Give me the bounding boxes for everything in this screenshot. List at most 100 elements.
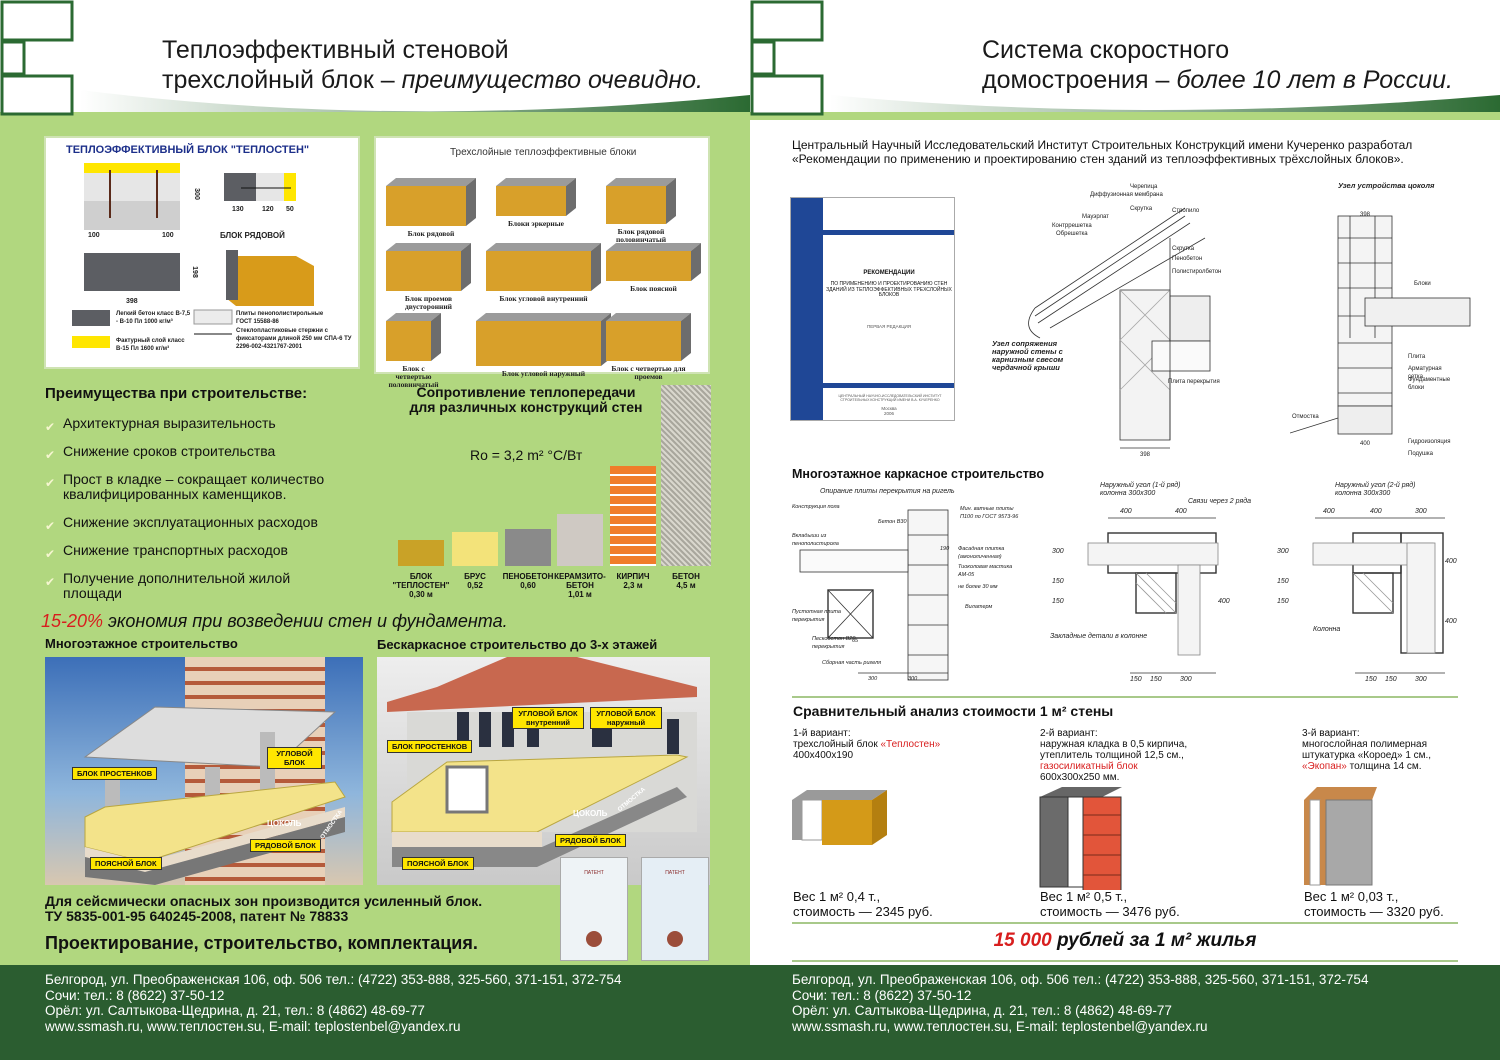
roof-label: Полистиролбетон [1172,269,1222,275]
contact-links[interactable]: www.ssmash.ru, www.теплостен.su, E-mail:… [45,1018,461,1034]
left-footer: Белгород, ул. Преображенская 106, оф. 50… [0,965,750,1060]
resistance-heading: Сопротивление теплопередачи для различны… [395,385,657,415]
corner-label: Закладные детали в колонне [1050,633,1148,640]
frame-label: Конструкция пола [792,504,840,510]
advantage-item: ✔Снижение сроков строительства [45,443,375,463]
callout-walls: БЛОК ПРОСТЕНКОВ [72,767,158,780]
corner-label: 150 [1277,578,1289,585]
resistance-bars [395,384,713,566]
brick-logo [0,0,74,116]
corner-label: 400 [1120,508,1132,515]
advantage-text: Снижение сроков строительства [63,443,276,459]
variant-desc: многослойная полимерная штукатурка «Коро… [1302,739,1432,761]
seismic-line: Для сейсмически опасных зон производится… [45,893,483,909]
corner-label: 150 [1277,598,1289,605]
patent-label: ПАТЕНТ [665,870,685,876]
resistance-bar [557,513,603,566]
variant-highlight: газосиликатный блок [1040,761,1138,772]
corner-label: 400 [1175,508,1187,515]
heading-line: для различных конструкций стен [409,399,643,415]
label-plinth: ЦОКОЛЬ [573,809,608,818]
variant-desc: наружная кладка в 0,5 кирпича, утеплител… [1040,739,1188,761]
right-header: Система скоростного домостроения – более… [750,0,1500,120]
frame-label: 190 [940,546,950,552]
advantage-text: Архитектурная выразительность [63,415,276,431]
right-footer: Белгород, ул. Преображенская 106, оф. 50… [750,965,1500,1060]
variant-title: 3-й вариант: [1302,728,1360,739]
catalog-item-label: Блок с четвертью для проемов [611,364,686,381]
address-orel: Орёл: ул. Салтыкова-Щедрина, д. 21, тел.… [45,1003,425,1018]
brick-logo [750,0,824,116]
variant-size: 600x300x250 мм. [1040,772,1120,783]
frame-label: не более 30 мм [958,584,998,590]
roof-label: Пенобетон [1172,256,1203,262]
callout-corner-inner: УГЛОВОЙ БЛОК внутренний [512,707,584,729]
book-publisher: ЦЕНТРАЛЬНЫЙ НАУЧНО-ИССЛЕДОВАТЕЛЬСКИЙ ИНС… [838,394,942,402]
multistorey-heading: Многоэтажное строительство [45,636,238,651]
corner-label: 150 [1052,598,1064,605]
advantage-item: ✔Прост в кладке – сокращает количество к… [45,472,375,502]
catalog-block-image [606,313,691,361]
material-name: БРУС [464,572,486,581]
catalog-item-label: Блоки эркерные [508,219,564,228]
title-line: Система скоростного [982,36,1230,64]
material-thickness: 2,3 м [623,581,643,590]
patent-certificate-2: ПАТЕНТ [641,857,709,961]
callout-belt-block: ПОЯСНОЙ БЛОК [402,857,474,870]
book-title: РЕКОМЕНДАЦИИ [863,270,915,276]
book-edition: ПЕРВАЯ РЕДАКЦИЯ [866,324,912,329]
title-emphasis: преимущество очевидно. [401,66,703,94]
divider [792,960,1458,962]
advantage-text: Получение дополнительной жилой площади [63,570,291,601]
plinth-label: 398 [1360,212,1371,218]
corner-caption: Наружный угол (1-й ряд) [1100,482,1181,489]
advantage-text: Снижение эксплуатационных расходов [63,514,318,530]
resistance-bar [610,465,656,566]
frameless-heading: Бескаркасное строительство до 3-х этажей [377,637,658,652]
catalog-item-label: Блок поясной [630,284,677,293]
frame-label: Сборная часть ригеля [822,660,882,666]
contact-links[interactable]: www.ssmash.ru, www.теплостен.su, E-mail:… [792,1018,1208,1034]
callout-row-block: РЯДОВОЙ БЛОК [250,839,321,852]
block-label: БЛОК РЯДОВОЙ [220,231,285,240]
roof-caption: Узел сопряжения наружной стены с карнизн… [992,339,1064,372]
catalog-item-label: Блок угловой наружный [501,369,586,378]
header-wave [750,0,1500,120]
variant-title: 2-й вариант: [1040,728,1098,739]
resistance-bar [452,531,498,566]
savings-text: экономия при возведении стен и фундамент… [103,611,508,631]
resistance-bar [505,528,551,566]
dimension: 100 [88,232,100,239]
variant-highlight: «Экопан» [1302,761,1347,772]
frame-caption: Опирание плиты перекрытия на ригель [820,488,955,495]
roof-label: Обрешетка [1056,231,1088,237]
variant-2: 2-й вариант: наружная кладка в 0,5 кирпи… [1040,728,1220,783]
roof-label: Контррешетка [1052,223,1092,229]
advantages-heading: Преимущества при строительстве: [45,385,308,402]
corner-label: 400 [1323,508,1335,515]
plinth-label: Отмостка [1292,414,1319,420]
multistorey-illustration: БЛОК ПРОСТЕНКОВ УГЛОВОЙ БЛОК ЦОКОЛЬ ОТМО… [45,657,363,885]
check-icon: ✔ [45,519,56,533]
corner-label: 300 [1415,676,1427,683]
multilayer-panel-icon [1304,787,1377,886]
corner-label: 400 [1370,508,1382,515]
patent-label: ПАТЕНТ [584,870,604,876]
material-thickness: 0,30 м [409,590,433,599]
frame-label: Пустотная плита перекрытия [792,609,841,623]
seismic-line: ТУ 5835-001-95 640245-2008, патент № 788… [45,908,349,924]
advantage-item: ✔Архитектурная выразительность [45,415,375,435]
variant-1: 1-й вариант: трехслойный блок «Теплостен… [793,728,993,761]
plinth-label: Блоки [1414,281,1431,287]
variant-size: 400x400x190 [793,750,854,761]
material-thickness: 0,52 [467,581,483,590]
intro-line: «Рекомендации по применению и проектиров… [792,152,1404,166]
corner-caption: колонна 300x300 [1100,490,1156,497]
